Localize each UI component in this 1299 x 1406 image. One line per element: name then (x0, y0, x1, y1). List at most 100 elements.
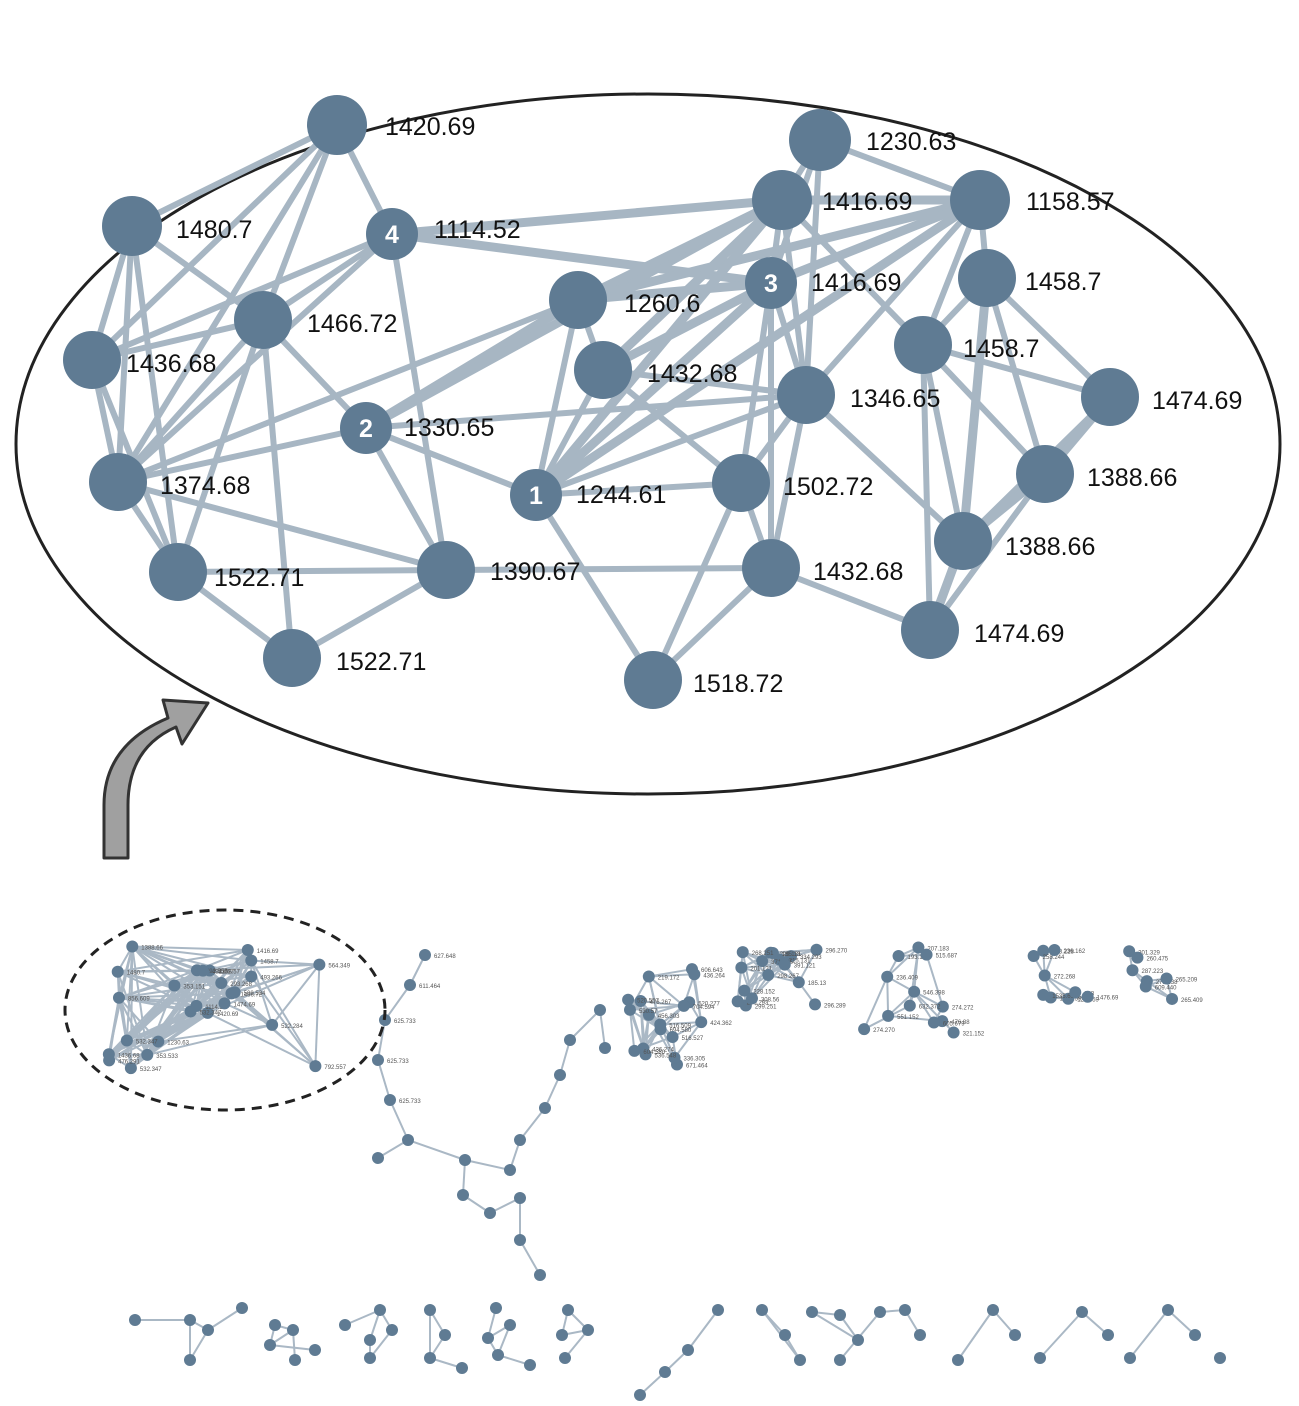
mini-node (903, 999, 916, 1012)
mini-node-label: 530.57 (639, 1009, 658, 1015)
node-circle (712, 454, 770, 512)
node-x: 1388.66 (934, 512, 1095, 570)
mini-edge (126, 991, 236, 1042)
mini-node (309, 1060, 322, 1073)
mini-node (927, 1016, 940, 1029)
node-label: 1330.65 (404, 414, 494, 442)
node-y: 1432.68 (742, 539, 903, 597)
node-circle (950, 170, 1010, 230)
mini-node-label: 296.289 (824, 1003, 846, 1009)
mini-node (731, 995, 744, 1008)
mini-node-label: 236.409 (896, 976, 918, 982)
mini-node (639, 1048, 652, 1061)
node-circle (574, 341, 632, 399)
mini-edge (464, 1159, 511, 1171)
mini-node (1166, 992, 1179, 1005)
mini-node-label: 515.687 (936, 954, 958, 960)
mini-node (364, 1334, 376, 1346)
mini-edge (118, 946, 134, 999)
mini-node (642, 1008, 655, 1021)
node-label: 1388.66 (1087, 464, 1177, 492)
node-b: 1480.7 (102, 196, 252, 256)
mini-node (184, 1354, 196, 1366)
node-label: 1458.7 (1025, 268, 1101, 296)
mini-node (424, 1352, 436, 1364)
mini-edge (886, 946, 920, 978)
mini-node (1139, 980, 1152, 993)
mini-node (582, 1324, 594, 1336)
node-label: 1230.63 (866, 128, 956, 156)
node-v: 1474.69 (1081, 368, 1242, 426)
mini-node (534, 1269, 546, 1281)
mini-node (914, 1329, 926, 1341)
node-label: 1522.71 (214, 564, 304, 592)
mini-edge (207, 1307, 243, 1331)
mini-node-label: 792.557 (324, 1065, 346, 1071)
edge-c-o (387, 195, 787, 239)
mini-node-label: 228.152 (753, 990, 775, 996)
mini-node-label: 856.609 (128, 997, 150, 1003)
mini-node (920, 948, 933, 961)
mini-node (666, 1030, 679, 1043)
mini-node (881, 970, 894, 983)
node-circle (234, 291, 292, 349)
mini-node-label: 1458.7 (260, 960, 279, 966)
mini-node (564, 1034, 576, 1046)
node-l: 1432.68 (574, 341, 737, 399)
mini-node-label: 532.347 (200, 1011, 222, 1017)
edge-t-x (803, 392, 966, 544)
mini-node (1037, 944, 1050, 957)
edge-s-z (920, 342, 933, 633)
mini-edge (314, 964, 321, 1067)
mini-node-label: 436.274 (652, 1048, 674, 1054)
mini-edge (647, 976, 662, 1025)
mini-edge (687, 1309, 719, 1351)
mini-node (184, 1314, 196, 1326)
mini-node (659, 1366, 671, 1378)
mini-node-label: 268.251 (752, 951, 774, 957)
mini-edge (384, 984, 411, 1021)
node-label: 1158.57 (1026, 188, 1115, 216)
mini-node (309, 1344, 321, 1356)
edge-x-r (960, 275, 990, 544)
edge-u-aa (650, 480, 744, 683)
mini-node-label: 604.580 (643, 1050, 665, 1056)
edge-m-p (531, 278, 776, 500)
mini-node-label: 1388.66 (141, 946, 163, 952)
mini-node (1160, 972, 1173, 985)
mini-node-label: 274.272 (952, 1006, 974, 1012)
edge-l-p (598, 278, 776, 375)
mini-node-label: 1114.52 (205, 1005, 226, 1011)
mini-node-label: 694.580 (670, 1028, 692, 1034)
edge-m-t (533, 392, 809, 498)
mini-node-label: 532.347 (136, 1039, 158, 1045)
mini-edge (389, 1099, 409, 1141)
node-r: 1458.7 (958, 249, 1101, 307)
mini-node-label: 207.183 (927, 947, 949, 953)
mini-node-label: 792.557 (206, 969, 228, 975)
mini-node-label: 229.131 (780, 952, 802, 958)
mini-edge (1129, 1309, 1169, 1359)
mini-node-label: 1535.61 (1052, 994, 1074, 1000)
mini-node (124, 1062, 137, 1075)
mini-node (912, 941, 925, 954)
mini-node (554, 1069, 566, 1081)
mini-node (1102, 1329, 1114, 1341)
mini-node (892, 950, 905, 963)
mini-node (559, 1352, 571, 1364)
mini-node (184, 1005, 197, 1018)
edge-c-g (115, 231, 395, 485)
mini-node (514, 1192, 526, 1204)
mini-node (141, 1048, 154, 1061)
mini-edge (519, 1239, 541, 1276)
mini-node (245, 970, 258, 983)
mini-node (668, 1051, 681, 1064)
mini-node (404, 979, 416, 991)
edge-r-w (984, 275, 1048, 477)
mini-node-label: 201.121 (750, 967, 772, 973)
mini-node (599, 1042, 611, 1054)
